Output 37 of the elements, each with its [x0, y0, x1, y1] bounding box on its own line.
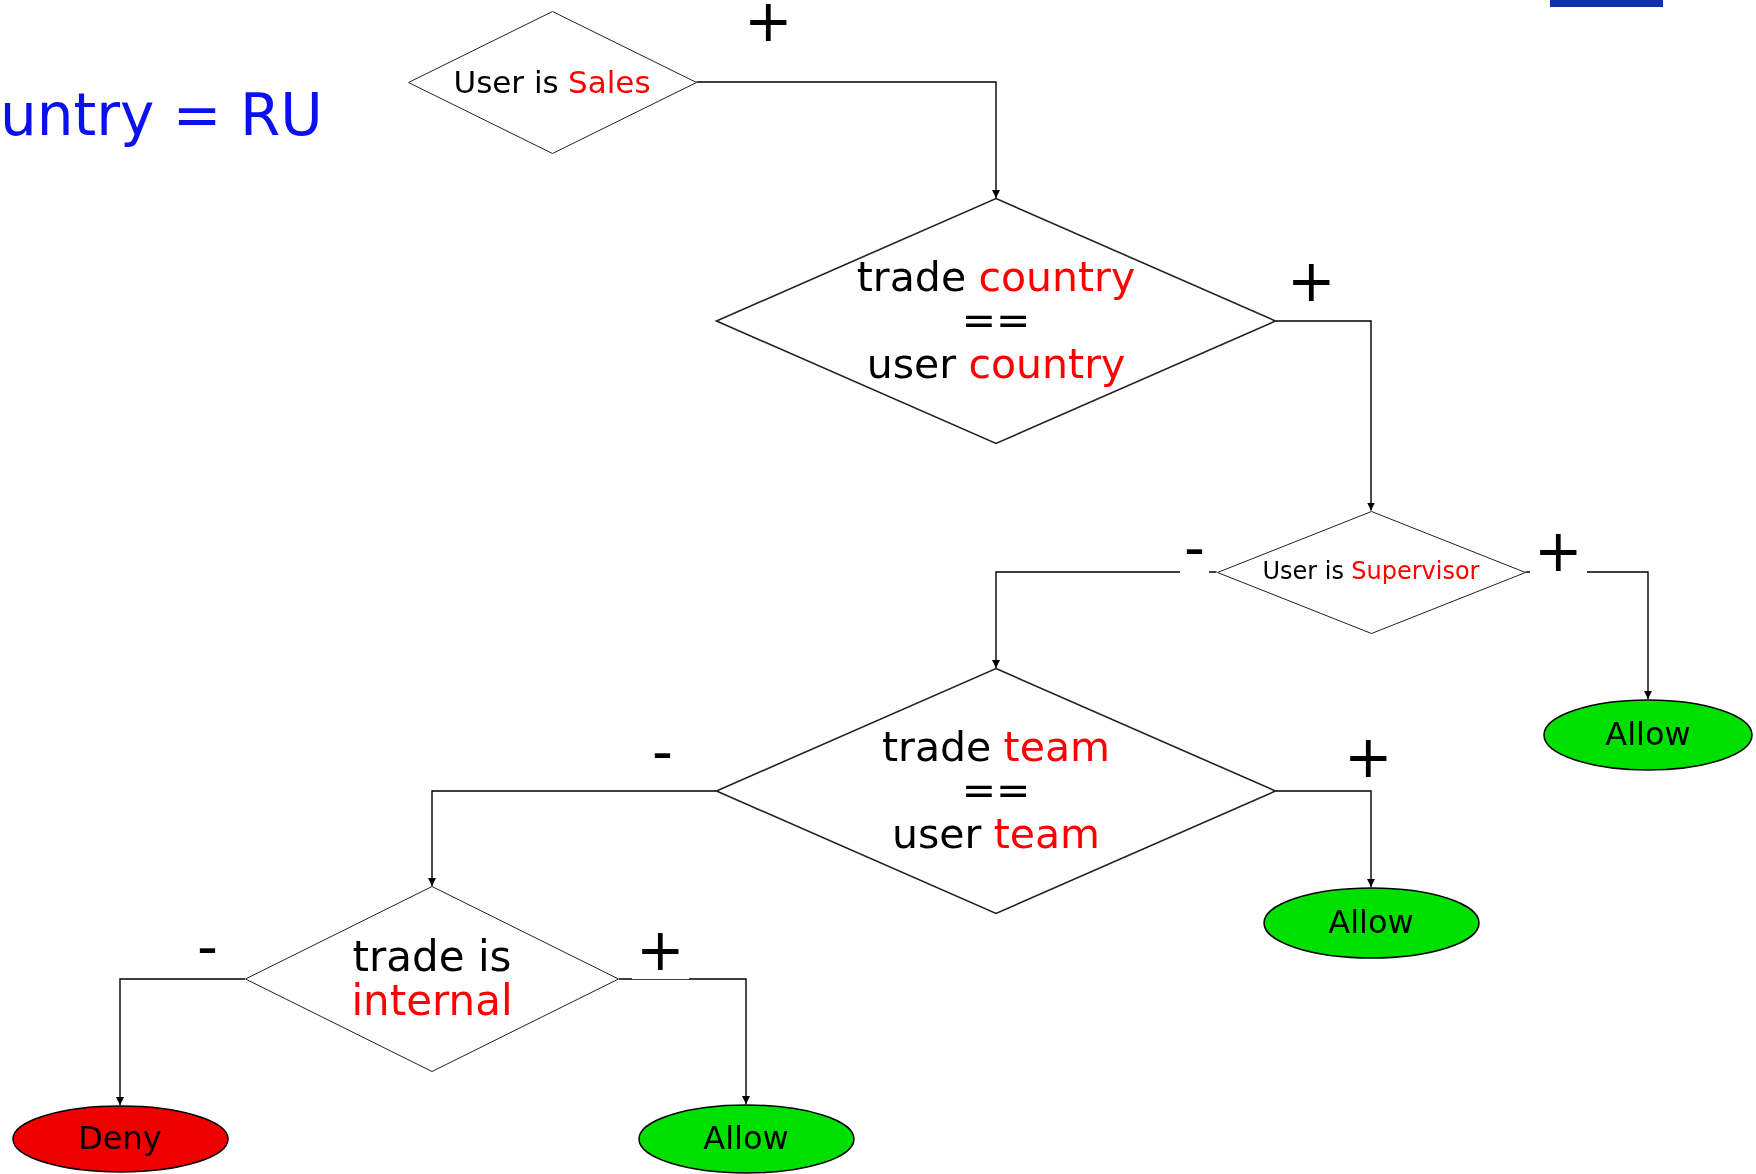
decision-diamond	[407, 10, 697, 154]
connector-arrow	[992, 571, 1218, 669]
node-text: Sales	[568, 65, 651, 99]
terminal-ellipse	[1543, 699, 1753, 771]
node-text: country	[978, 256, 1136, 300]
connector-arrow	[695, 81, 1000, 199]
node-text: Supervisor	[1351, 559, 1480, 585]
node-text: country	[968, 342, 1126, 386]
node-text: User is	[1262, 559, 1345, 585]
node-text: trade	[882, 726, 992, 770]
terminal-ellipse	[11, 1105, 229, 1173]
condition-heading: untry = RU	[0, 84, 323, 148]
terminal-ellipse	[637, 1104, 855, 1174]
connector-arrow	[1275, 790, 1375, 888]
node-text: Allow	[1328, 906, 1414, 940]
node-text: User is	[453, 65, 559, 99]
decision-diamond	[716, 668, 1276, 914]
connector-arrow	[428, 790, 717, 887]
node-text: team	[1003, 726, 1110, 770]
connector-arrow	[1275, 320, 1375, 512]
decision-diamond	[245, 886, 619, 1072]
node-text: user	[891, 812, 982, 856]
node-text: trade is	[352, 934, 512, 979]
node-text: user	[866, 342, 957, 386]
node-text: ==	[961, 299, 1031, 343]
decision-diamond	[716, 198, 1276, 444]
node-text: Allow	[703, 1122, 789, 1156]
connector-arrow	[116, 978, 246, 1106]
node-text: internal	[351, 979, 513, 1024]
connector-arrow	[618, 978, 750, 1105]
node-text: ==	[961, 769, 1031, 813]
node-text: team	[993, 812, 1101, 856]
node-text: Allow	[1605, 718, 1691, 752]
node-text: Deny	[78, 1122, 162, 1156]
node-text: trade	[856, 256, 967, 300]
terminal-ellipse	[1262, 887, 1480, 959]
decision-diamond	[1216, 510, 1526, 634]
